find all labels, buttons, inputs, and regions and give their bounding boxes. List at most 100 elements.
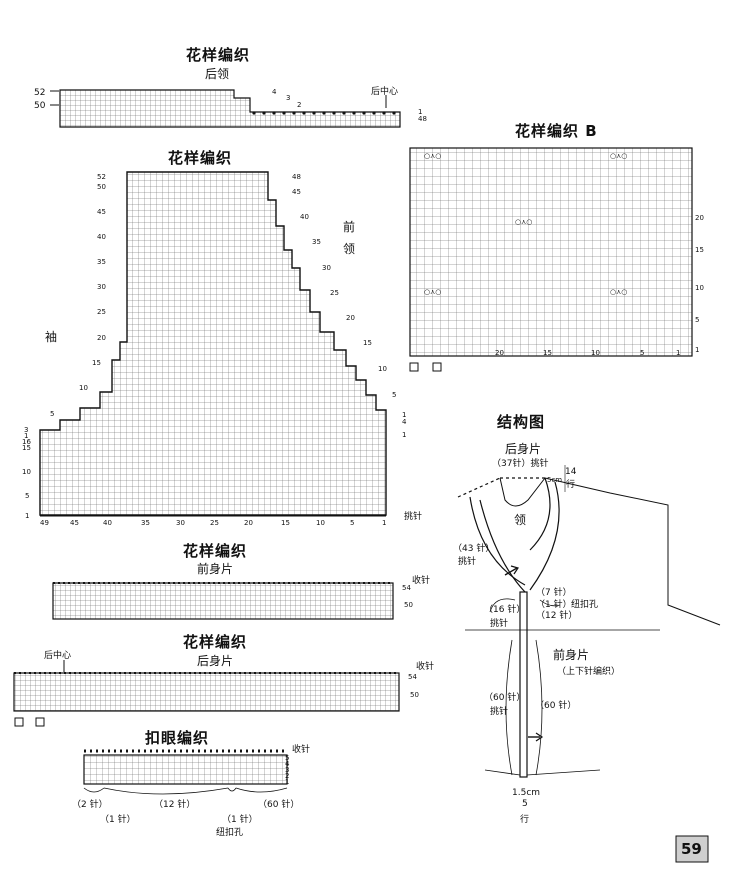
structure-back-stitch: （37针）挑针 bbox=[492, 459, 549, 469]
pattern-b-col-5: 5 bbox=[640, 349, 645, 357]
back-band-bind-off: 收针 bbox=[416, 662, 435, 672]
pattern-b-row-10: 10 bbox=[695, 284, 704, 292]
svg-text:○⋏○: ○⋏○ bbox=[515, 218, 532, 226]
buttonhole-count-mid: （12 针） bbox=[154, 800, 196, 810]
pattern-b-row-1: 1 bbox=[695, 346, 700, 354]
structure-rows-top: 14 bbox=[565, 467, 577, 477]
structure-pick-60: 挑针 bbox=[490, 707, 509, 717]
buttonhole-grid bbox=[83, 749, 288, 795]
structure-diagram bbox=[457, 465, 721, 778]
pattern-b-col-15: 15 bbox=[543, 349, 552, 357]
row-label-40: 40 bbox=[97, 233, 106, 241]
row-label-10b: 10 bbox=[22, 468, 31, 476]
structure-front-note: （上下针编织） bbox=[557, 667, 621, 677]
right-row-5: 5 bbox=[392, 391, 397, 399]
structure-cm-top: 5cm bbox=[547, 476, 563, 484]
right-row-45: 45 bbox=[292, 188, 301, 196]
right-row-4: 4 bbox=[402, 418, 407, 426]
buttonhole-row-1: 1 bbox=[285, 778, 290, 786]
main-chart-grid bbox=[39, 171, 387, 517]
row-label-50: 50 bbox=[97, 183, 106, 191]
svg-text:○⋏○: ○⋏○ bbox=[424, 152, 441, 160]
buttonhole-row-3: 3 bbox=[285, 766, 290, 774]
col-label-10: 10 bbox=[316, 519, 325, 527]
svg-text:○⋏○: ○⋏○ bbox=[610, 288, 627, 296]
structure-count-60-right: （60 针） bbox=[535, 701, 577, 711]
page-number: 59 bbox=[681, 840, 702, 858]
row-label-3: 3 bbox=[24, 426, 29, 434]
right-row-15: 15 bbox=[363, 339, 372, 347]
back-neck-row-1: 1 bbox=[418, 108, 423, 116]
col-label-25: 25 bbox=[210, 519, 219, 527]
row-label-1b: 1 bbox=[25, 512, 30, 520]
row-label-15b: 15 bbox=[22, 444, 31, 452]
row-label-20: 20 bbox=[97, 334, 106, 342]
back-neck-row-2: 2 bbox=[297, 101, 302, 109]
front-band-bind-off: 收针 bbox=[412, 576, 431, 586]
front-band-row-54: 54 bbox=[402, 584, 411, 592]
right-row-40: 40 bbox=[300, 213, 309, 221]
buttonhole-count-right: （60 针） bbox=[258, 800, 300, 810]
pattern-b-grid: ○⋏○ ○⋏○ ○⋏○ ○⋏○ ○⋏○ bbox=[409, 147, 693, 372]
back-band-title: 花样编织 bbox=[183, 633, 248, 651]
col-label-1: 1 bbox=[382, 519, 387, 527]
right-row-35: 35 bbox=[312, 238, 321, 246]
structure-buttonhole: 纽扣孔 bbox=[571, 600, 599, 610]
back-neck-row-52: 52 bbox=[34, 88, 46, 98]
structure-count-16: （16 针） bbox=[484, 605, 526, 615]
row-label-30: 30 bbox=[97, 283, 106, 291]
row-label-1a: 1 bbox=[24, 432, 29, 440]
back-neck-row-4: 4 bbox=[272, 88, 277, 96]
pattern-b-col-20: 20 bbox=[495, 349, 504, 357]
back-band-row-54: 54 bbox=[408, 673, 417, 681]
back-band-center-label: 后中心 bbox=[44, 651, 72, 661]
front-band-row-50: 50 bbox=[404, 601, 413, 609]
pattern-b-row-20: 20 bbox=[695, 214, 704, 222]
col-label-20: 20 bbox=[244, 519, 253, 527]
structure-rows-top-unit: 行 bbox=[566, 480, 576, 490]
pattern-b-col-1: 1 bbox=[676, 349, 681, 357]
back-band-row-50: 50 bbox=[410, 691, 419, 699]
row-label-5a: 5 bbox=[50, 410, 55, 418]
structure-title: 结构图 bbox=[497, 413, 546, 431]
structure-front-body: 前身片 bbox=[553, 648, 590, 662]
page-number-badge bbox=[675, 835, 709, 863]
structure-count-60-left: （60 针） bbox=[484, 693, 526, 703]
back-neck-center-label: 后中心 bbox=[371, 87, 399, 97]
front-band-subtitle: 前身片 bbox=[197, 562, 234, 576]
buttonhole-count-left: （2 针） bbox=[72, 800, 108, 810]
row-label-16: 16 bbox=[22, 438, 31, 446]
buttonhole-row-5: 5 bbox=[285, 754, 290, 762]
structure-neck: 领 bbox=[514, 513, 527, 527]
structure-bottom-cm: 1.5cm bbox=[512, 788, 541, 798]
right-row-1a: 1 bbox=[402, 411, 407, 419]
col-label-15: 15 bbox=[281, 519, 290, 527]
row-label-15a: 15 bbox=[92, 359, 101, 367]
col-label-49: 49 bbox=[40, 519, 49, 527]
structure-side-left: （43 针） bbox=[453, 544, 495, 554]
col-label-35: 35 bbox=[141, 519, 150, 527]
structure-bottom-rows: 5 bbox=[522, 799, 528, 809]
pick-stitch-label: 挑针 bbox=[404, 512, 423, 522]
svg-text:○⋏○: ○⋏○ bbox=[610, 152, 627, 160]
structure-count-7: （7 针） bbox=[536, 588, 572, 598]
right-row-10: 10 bbox=[378, 365, 387, 373]
buttonhole-bind-off: 收针 bbox=[292, 745, 311, 755]
back-neck-subtitle: 后领 bbox=[205, 67, 230, 81]
structure-bottom-unit: 行 bbox=[520, 815, 530, 825]
right-row-20: 20 bbox=[346, 314, 355, 322]
pattern-b-col-10: 10 bbox=[591, 349, 600, 357]
front-band-title: 花样编织 bbox=[183, 542, 248, 560]
back-neck-row-3: 3 bbox=[286, 94, 291, 102]
back-band-grid bbox=[13, 660, 400, 727]
svg-text:○⋏○: ○⋏○ bbox=[424, 288, 441, 296]
structure-count-1: （1 针） bbox=[536, 600, 572, 610]
right-row-30: 30 bbox=[322, 264, 331, 272]
buttonhole-title: 扣眼编织 bbox=[145, 729, 210, 747]
pattern-b-row-15: 15 bbox=[695, 246, 704, 254]
right-row-25: 25 bbox=[330, 289, 339, 297]
front-band-grid bbox=[52, 582, 394, 620]
back-neck-grid bbox=[50, 89, 401, 128]
front-neck-label-2: 领 bbox=[343, 242, 356, 256]
